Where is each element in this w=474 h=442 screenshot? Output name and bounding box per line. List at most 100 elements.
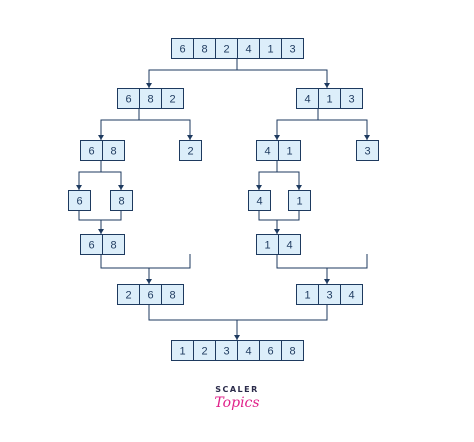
array-cell-value: 6	[179, 44, 185, 56]
connector-line	[148, 69, 328, 88]
arrow-head	[146, 83, 152, 88]
array-cell-value: 8	[110, 240, 116, 252]
array-left-right: 2	[179, 140, 202, 161]
arrow-head	[118, 185, 124, 190]
array-cell-value: 1	[264, 240, 270, 252]
array-cell-value: 6	[88, 146, 94, 158]
array-single-1: 1	[288, 190, 311, 211]
array-cell-value: 1	[267, 44, 273, 56]
arrow-head	[364, 135, 370, 140]
array-merged-left: 2 6 8	[117, 284, 184, 305]
array-merged-right: 1 3 4	[296, 284, 363, 305]
array-cell-value: 4	[304, 94, 310, 106]
connector-line	[100, 119, 191, 140]
scaler-topics-logo: SCALER Topics	[214, 385, 259, 411]
arrow-head	[274, 229, 280, 234]
array-single-4: 4	[248, 190, 271, 211]
arrow-head	[256, 185, 262, 190]
array-cell-value: 8	[118, 196, 124, 208]
array-cell	[102, 140, 125, 161]
connector-line	[148, 304, 328, 321]
connector-line	[276, 254, 368, 269]
array-cell-value: 3	[326, 290, 332, 302]
array-cell-value: 4	[348, 290, 354, 302]
logo-scaler-text: SCALER	[215, 385, 259, 394]
array-cell-value: 2	[187, 146, 193, 158]
array-single-6: 6	[68, 190, 91, 211]
arrow-head	[146, 279, 152, 284]
array-cell-value: 6	[267, 346, 273, 358]
array-left-half: 6 8 2	[117, 88, 184, 109]
array-cell-value: 3	[289, 44, 295, 56]
array-cell-value: 1	[286, 146, 292, 158]
array-cell	[288, 190, 311, 211]
array-cell-value: 4	[264, 146, 270, 158]
array-cell-value: 3	[223, 346, 229, 358]
array-cell-value: 6	[125, 94, 131, 106]
array-cell-value: 1	[296, 196, 302, 208]
connector-line	[78, 171, 122, 190]
array-cell-value: 2	[223, 44, 229, 56]
arrow-head	[296, 185, 302, 190]
array-cell	[161, 284, 184, 305]
array-cell	[161, 88, 184, 109]
array-cell-value: 6	[76, 196, 82, 208]
arrow-head	[187, 135, 193, 140]
array-cell-value: 8	[201, 44, 207, 56]
array-cell	[340, 88, 363, 109]
arrow-head	[324, 279, 330, 284]
array-root: 6 8 2 4 1 3	[171, 38, 304, 59]
array-cell	[281, 340, 304, 361]
array-cell-value: 4	[245, 44, 251, 56]
array-cell	[179, 140, 202, 161]
array-cell	[110, 190, 133, 211]
array-cell-value: 8	[110, 146, 116, 158]
arrow-head	[324, 83, 330, 88]
connector-lines	[76, 58, 370, 340]
array-cell-value: 3	[348, 94, 354, 106]
arrow-head	[98, 135, 104, 140]
array-cell	[281, 38, 304, 59]
connector-line	[276, 119, 368, 140]
array-cell-value: 1	[179, 346, 185, 358]
array-cell-value: 4	[256, 196, 262, 208]
array-cell	[356, 140, 379, 161]
connector-line	[78, 210, 122, 221]
arrow-head	[76, 185, 82, 190]
array-cell	[278, 234, 301, 255]
array-cell	[102, 234, 125, 255]
arrow-head	[234, 335, 240, 340]
array-single-8: 8	[110, 190, 133, 211]
array-cell-value: 2	[201, 346, 207, 358]
array-sorted-result: 1 2 3 4 6 8	[171, 340, 304, 361]
array-cell-value: 4	[245, 346, 251, 358]
connector-line	[100, 254, 191, 269]
array-cell-value: 8	[169, 290, 175, 302]
array-cell	[248, 190, 271, 211]
arrow-head	[98, 229, 104, 234]
array-cell-value: 2	[169, 94, 175, 106]
connector-line	[258, 210, 300, 221]
array-cell-value: 6	[147, 290, 153, 302]
arrow-head	[274, 135, 280, 140]
array-cell	[340, 284, 363, 305]
logo-topics-text: Topics	[214, 395, 259, 411]
array-cell-value: 6	[88, 240, 94, 252]
array-cell	[68, 190, 91, 211]
array-cell-value: 3	[364, 146, 370, 158]
array-cell-value: 8	[147, 94, 153, 106]
array-cell	[278, 140, 301, 161]
array-cell-value: 2	[125, 290, 131, 302]
array-right-right: 3	[356, 140, 379, 161]
array-cell-value: 1	[326, 94, 332, 106]
array-right-half: 4 1 3	[296, 88, 363, 109]
array-cell-value: 8	[289, 346, 295, 358]
connector-line	[258, 171, 300, 190]
array-cell-value: 1	[304, 290, 310, 302]
